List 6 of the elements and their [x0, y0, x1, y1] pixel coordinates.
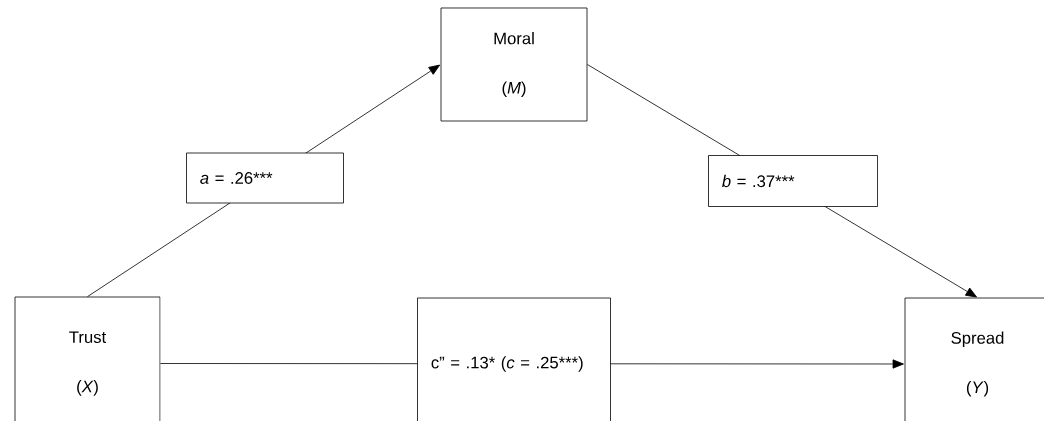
edge-label: b = .37*** [708, 155, 878, 207]
variable-box: Spread (Y) [904, 297, 1044, 421]
variable-box: Trust (X) [14, 296, 161, 421]
edge-label: c” = .13* (c = .25***) [417, 297, 611, 421]
edge-label: a = .26*** [186, 152, 344, 204]
variable-box: Moral (M) [440, 7, 588, 122]
